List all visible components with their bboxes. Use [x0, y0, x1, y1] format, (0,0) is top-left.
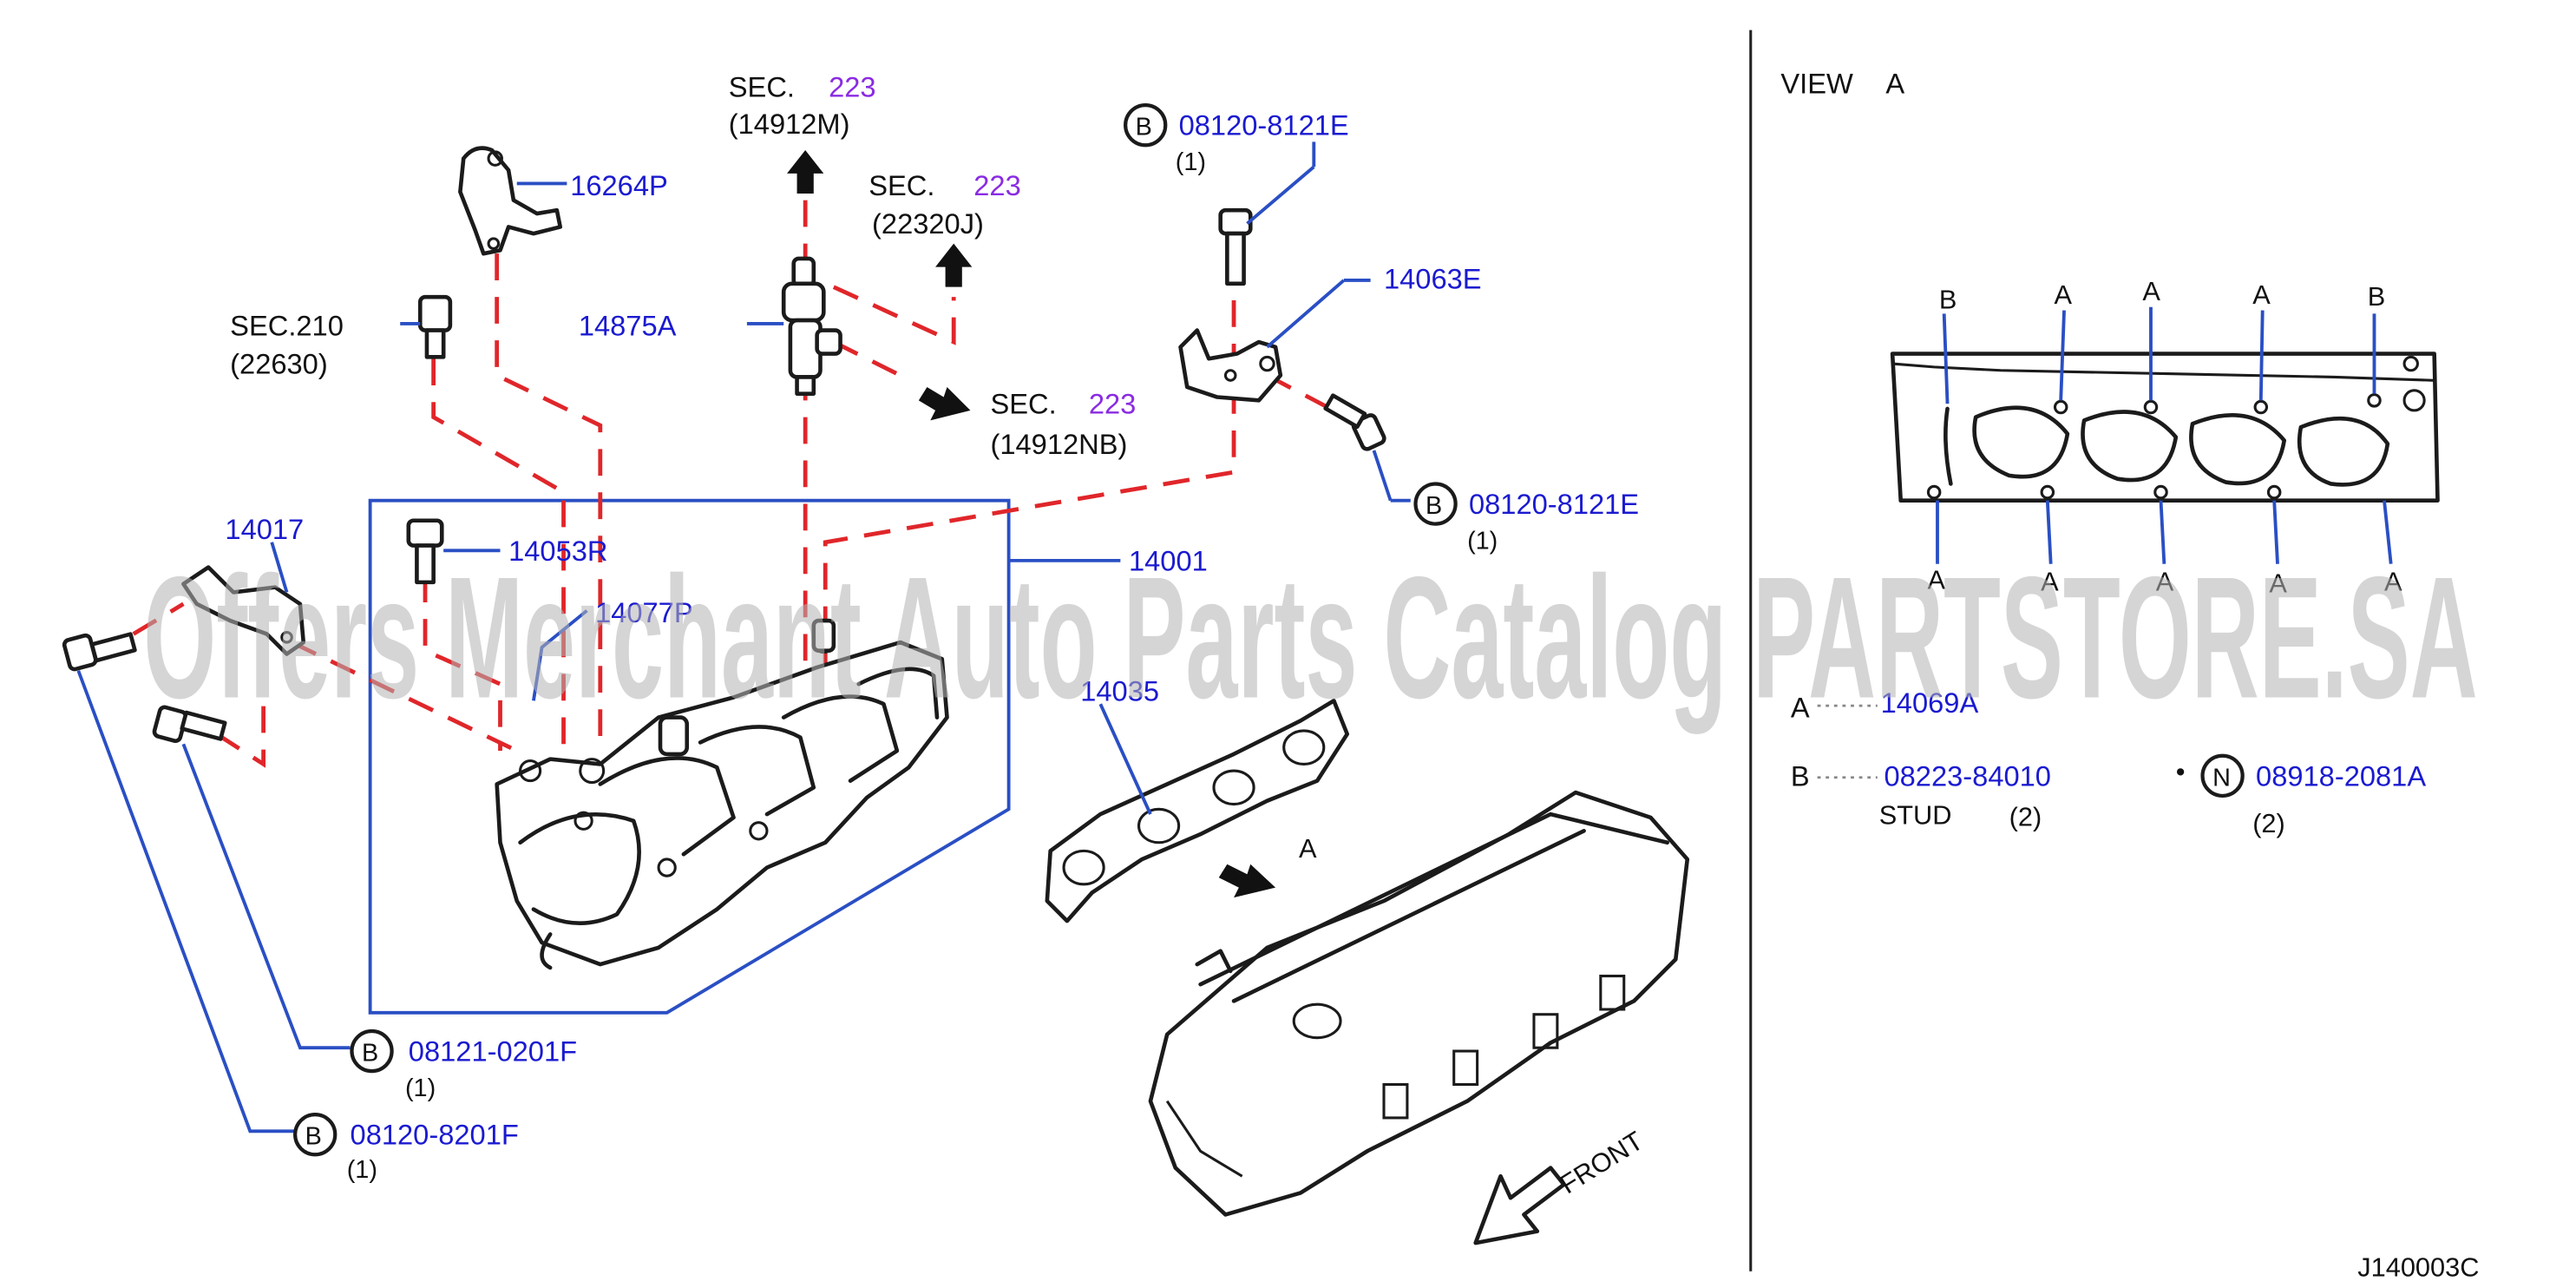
gasket-14035-drawing — [1045, 699, 1350, 923]
sec-223-ref-mid: (22320J) — [872, 207, 984, 240]
head-bottom-letter: A — [2384, 566, 2402, 596]
fuel-injector-14875A-drawing — [781, 256, 842, 396]
cylinder-head-drawing — [1148, 790, 1690, 1217]
view-a-leader-lines — [1936, 306, 2393, 564]
view-a-title-letter: A — [1885, 68, 1904, 100]
part-08918-2081A-link[interactable]: 08918-2081A — [2256, 759, 2426, 792]
legend-b-desc: STUD — [1879, 800, 1952, 831]
part-14017-link[interactable]: 14017 — [225, 513, 304, 545]
sec-223-ref-bot: (14912NB) — [990, 428, 1127, 460]
qty-08121-0201F: (1) — [405, 1074, 436, 1102]
bolt-08120-8201F-drawing — [62, 632, 137, 672]
head-bottom-letter: A — [1927, 565, 1945, 595]
b-badge-circle — [1413, 482, 1458, 526]
view-a-arrow-label: A — [1299, 833, 1317, 864]
part-14063E-link[interactable]: 14063E — [1384, 263, 1482, 295]
sec-223-label-bot: SEC. — [990, 388, 1056, 420]
n-badge-letter: N — [2212, 764, 2231, 792]
sec-210-label: SEC.210 — [230, 309, 344, 341]
sec-210-ref: (22630) — [230, 348, 328, 380]
sec-223-label-mid: SEC. — [868, 169, 934, 201]
part-08120-8121E-right-link[interactable]: 08120-8121E — [1469, 488, 1639, 520]
b-badge-letter: B — [1136, 114, 1152, 141]
n-badge-circle — [2200, 753, 2245, 798]
b-badge-letter: B — [305, 1123, 322, 1151]
b-badge-letter: B — [1426, 492, 1442, 520]
bolt-08120-8121E-right-drawing — [1323, 393, 1386, 451]
legend-b-qty: (2) — [2009, 802, 2042, 832]
diagram-code: J140003C — [2357, 1252, 2479, 1283]
sensor-22630-drawing — [417, 294, 453, 359]
part-14035-link[interactable]: 14035 — [1080, 674, 1159, 706]
section-arrows — [787, 150, 1276, 898]
part-14875A-link[interactable]: 14875A — [579, 309, 677, 341]
intake-manifold-14001-drawing — [495, 618, 949, 970]
front-arrow-icon — [1473, 1166, 1566, 1245]
b-badge-circle — [293, 1112, 338, 1157]
head-bottom-letter: A — [2269, 568, 2287, 598]
sec-223-number-top[interactable]: 223 — [829, 70, 875, 102]
b-badge-circle — [1124, 102, 1168, 148]
head-top-letter: A — [2055, 279, 2073, 310]
head-bottom-letter: A — [2156, 566, 2174, 596]
bracket-14063E-drawing — [1178, 328, 1283, 403]
part-08121-0201F-link[interactable]: 08121-0201F — [409, 1035, 577, 1068]
bracket-14017-drawing — [181, 565, 306, 656]
sec-223-ref-top: (14912M) — [729, 108, 850, 140]
legend-n-qty: (2) — [2252, 808, 2285, 838]
b-badge-circle — [350, 1028, 394, 1074]
view-a-head-gasket-drawing — [1890, 352, 2440, 503]
bolt-14053R-drawing — [406, 518, 444, 585]
part-16264P-link[interactable]: 16264P — [570, 169, 668, 201]
sec-223-number-bot[interactable]: 223 — [1089, 388, 1136, 420]
head-top-letter: B — [2368, 281, 2386, 312]
head-top-letter: A — [2142, 276, 2160, 306]
view-a-title: VIEW — [1780, 68, 1853, 100]
qty-08120-8201F: (1) — [347, 1156, 377, 1184]
bolt-08120-8121E-top-drawing — [1218, 207, 1253, 286]
head-bottom-letter: A — [2041, 566, 2059, 596]
part-08120-8121E-top-link[interactable]: 08120-8121E — [1179, 109, 1349, 141]
qty-08120-8121E-right: (1) — [1467, 527, 1498, 555]
b-badge-letter: B — [362, 1040, 378, 1068]
sec-223-number-mid[interactable]: 223 — [973, 169, 1020, 201]
sec-223-label-top: SEC. — [729, 70, 795, 102]
bolt-08121-0201F-drawing — [152, 705, 227, 743]
legend-n-bullet: • — [2176, 757, 2186, 787]
part-14077P-link[interactable]: 14077P — [595, 596, 693, 628]
bracket-16264P-drawing — [458, 146, 562, 256]
qty-08120-8121E-top: (1) — [1176, 148, 1206, 176]
part-08120-8201F-link[interactable]: 08120-8201F — [351, 1119, 519, 1151]
legend-b-key: B — [1791, 759, 1810, 792]
front-label: FRONT — [1555, 1125, 1649, 1199]
part-14069A-link[interactable]: 14069A — [1881, 687, 1979, 719]
manifold-assembly-outline — [368, 498, 1011, 1015]
part-08223-84010-link[interactable]: 08223-84010 — [1884, 759, 2051, 792]
part-14053R-link[interactable]: 14053R — [508, 535, 607, 567]
part-14001-link[interactable]: 14001 — [1129, 544, 1208, 576]
head-top-letter: B — [1939, 285, 1957, 315]
watermark-text: Offers Merchant Auto Parts Catalog PARTS… — [143, 541, 2477, 734]
legend-a-key: A — [1791, 692, 1810, 724]
head-top-letter: A — [2252, 279, 2271, 310]
